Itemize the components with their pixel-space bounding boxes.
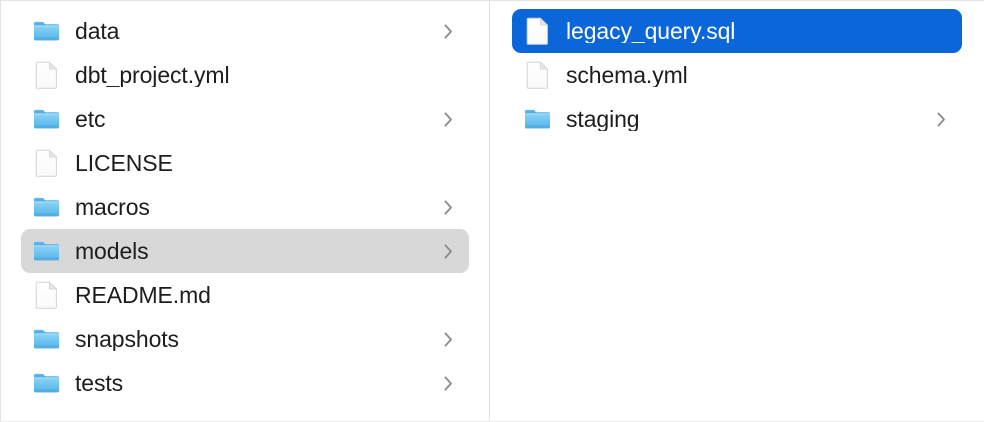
document-icon	[33, 149, 61, 177]
chevron-right-icon-svg	[444, 112, 452, 126]
file-row-etc[interactable]: etc	[21, 97, 469, 141]
document-icon	[524, 17, 552, 45]
document-icon	[33, 281, 61, 309]
document-icon-svg	[526, 17, 549, 45]
file-row-tests[interactable]: tests	[21, 361, 469, 405]
file-row-schema-yml[interactable]: schema.yml	[512, 53, 962, 97]
file-row-legacy-query-sql[interactable]: legacy_query.sql	[512, 9, 962, 53]
folder-icon	[33, 193, 61, 221]
file-row-label: legacy_query.sql	[566, 19, 736, 43]
file-row-dbt-project-yml[interactable]: dbt_project.yml	[21, 53, 469, 97]
document-icon	[524, 61, 552, 89]
finder-column-models[interactable]: legacy_query.sql schema.yml staging	[490, 1, 984, 421]
chevron-right-icon-svg	[444, 200, 452, 214]
file-row-macros[interactable]: macros	[21, 185, 469, 229]
folder-icon-svg	[34, 241, 59, 261]
file-list: legacy_query.sql schema.yml staging	[490, 9, 984, 141]
folder-icon	[524, 105, 552, 133]
file-row-label: schema.yml	[566, 63, 688, 87]
chevron-right-icon[interactable]	[441, 20, 455, 42]
file-row-license[interactable]: LICENSE	[21, 141, 469, 185]
file-row-staging[interactable]: staging	[512, 97, 962, 141]
file-row-readme-md[interactable]: README.md	[21, 273, 469, 317]
file-row-label: data	[75, 19, 120, 43]
document-icon-svg	[35, 281, 58, 309]
folder-icon	[33, 369, 61, 397]
file-row-label: dbt_project.yml	[75, 63, 230, 87]
file-row-models[interactable]: models	[21, 229, 469, 273]
file-row-label: models	[75, 239, 149, 263]
file-row-label: README.md	[75, 283, 211, 307]
chevron-right-icon-svg	[444, 376, 452, 390]
folder-icon-svg	[34, 373, 59, 393]
folder-icon	[33, 17, 61, 45]
file-row-label: macros	[75, 195, 150, 219]
chevron-right-icon[interactable]	[441, 196, 455, 218]
file-row-data[interactable]: data	[21, 9, 469, 53]
file-row-label: LICENSE	[75, 151, 173, 175]
file-row-label: tests	[75, 371, 124, 395]
folder-icon-svg	[34, 329, 59, 349]
folder-icon-svg	[34, 197, 59, 217]
chevron-right-icon[interactable]	[441, 108, 455, 130]
file-row-label: etc	[75, 107, 106, 131]
chevron-right-icon[interactable]	[934, 108, 948, 130]
chevron-right-icon[interactable]	[441, 372, 455, 394]
file-row-snapshots[interactable]: snapshots	[21, 317, 469, 361]
document-icon-svg	[35, 61, 58, 89]
chevron-right-icon-svg	[444, 244, 452, 258]
folder-icon-svg	[34, 109, 59, 129]
folder-icon	[33, 105, 61, 133]
chevron-right-icon[interactable]	[441, 328, 455, 350]
file-row-label: staging	[566, 107, 640, 131]
folder-icon-svg	[34, 21, 59, 41]
document-icon-svg	[35, 149, 58, 177]
document-icon-svg	[526, 61, 549, 89]
file-row-label: snapshots	[75, 327, 179, 351]
folder-icon	[33, 237, 61, 265]
chevron-right-icon-svg	[937, 112, 945, 126]
chevron-right-icon-svg	[444, 24, 452, 38]
document-icon	[33, 61, 61, 89]
chevron-right-icon-svg	[444, 332, 452, 346]
chevron-right-icon[interactable]	[441, 240, 455, 262]
folder-icon-svg	[525, 109, 550, 129]
folder-icon	[33, 325, 61, 353]
